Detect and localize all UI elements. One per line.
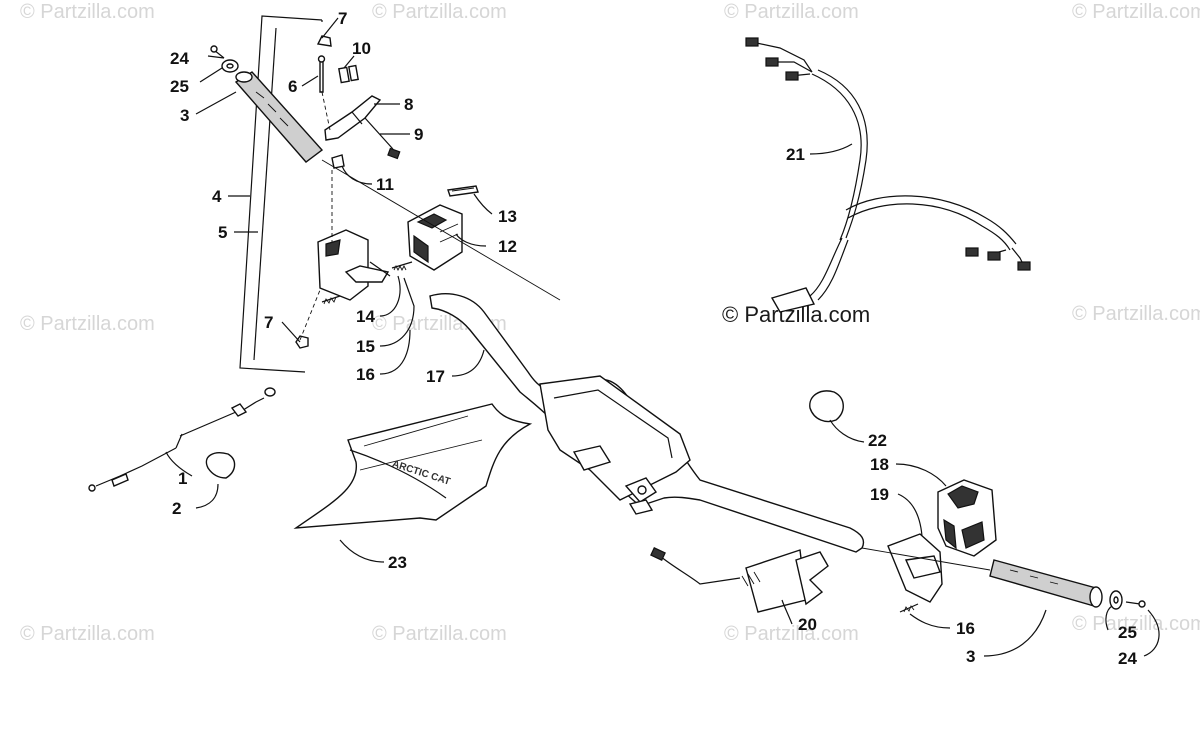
left-decal bbox=[447, 185, 479, 197]
callout-18: 18 bbox=[870, 455, 889, 474]
spring-14 bbox=[391, 261, 413, 272]
nut-bottom bbox=[295, 335, 309, 349]
watermark: © Partzilla.com bbox=[1072, 613, 1200, 635]
watermark: © Partzilla.com bbox=[372, 623, 507, 645]
clamp-ring-2 bbox=[205, 452, 236, 479]
watermarks: © Partzilla.com © Partzilla.com © Partzi… bbox=[20, 1, 1200, 645]
throttle-lever bbox=[324, 95, 401, 160]
pivot-pin bbox=[317, 55, 326, 93]
watermark: © Partzilla.com bbox=[1072, 303, 1200, 325]
callout-25: 25 bbox=[1118, 623, 1137, 642]
callout-22: 22 bbox=[868, 431, 887, 450]
callout-21: 21 bbox=[786, 145, 805, 164]
handlebar-pad: ARCTIC CAT bbox=[293, 403, 533, 529]
callout-20: 20 bbox=[798, 615, 817, 634]
callout-11: 11 bbox=[376, 175, 394, 194]
callout-3: 3 bbox=[180, 106, 189, 125]
callout-15: 15 bbox=[356, 337, 375, 356]
bushing bbox=[331, 154, 345, 169]
callout-7: 7 bbox=[338, 9, 347, 28]
left-end-washer bbox=[221, 59, 239, 73]
grip-heater-pad bbox=[650, 547, 829, 613]
callout-16: 16 bbox=[356, 365, 375, 384]
callout-1: 1 bbox=[178, 469, 187, 488]
screw-16-right bbox=[899, 603, 919, 613]
callout-24: 24 bbox=[1118, 649, 1137, 668]
callout-23: 23 bbox=[388, 553, 407, 572]
watermark: © Partzilla.com bbox=[20, 313, 155, 335]
callout-24: 24 bbox=[170, 49, 189, 68]
callout-8: 8 bbox=[404, 95, 413, 114]
watermark: © Partzilla.com bbox=[724, 623, 859, 645]
callout-10: 10 bbox=[352, 39, 371, 58]
callout-4: 4 bbox=[212, 187, 222, 206]
watermark: © Partzilla.com bbox=[20, 1, 155, 23]
handlebar bbox=[429, 293, 865, 553]
callout-3: 3 bbox=[966, 647, 975, 666]
left-end-screw bbox=[210, 45, 225, 59]
callout-19: 19 bbox=[870, 485, 889, 504]
callout-2: 2 bbox=[172, 499, 181, 518]
right-end-washer bbox=[1109, 590, 1123, 610]
callout-7: 7 bbox=[264, 313, 273, 332]
cable-bracket bbox=[239, 15, 323, 373]
watermark: © Partzilla.com bbox=[372, 1, 507, 23]
watermark: © Partzilla.com bbox=[20, 623, 155, 645]
callout-12: 12 bbox=[498, 237, 517, 256]
right-bracket bbox=[887, 533, 943, 603]
callout-17: 17 bbox=[426, 367, 445, 386]
right-switch-housing bbox=[937, 479, 997, 557]
screw-16-left bbox=[321, 295, 341, 305]
callout-14: 14 bbox=[356, 307, 375, 326]
clip-pieces bbox=[338, 64, 359, 84]
right-end-screw bbox=[1125, 600, 1146, 608]
watermark: © Partzilla.com bbox=[1072, 1, 1200, 23]
right-grip bbox=[989, 559, 1103, 608]
callout-25: 25 bbox=[170, 77, 189, 96]
callout-6: 6 bbox=[288, 77, 297, 96]
left-grip bbox=[234, 71, 324, 163]
callouts: 1 2 3 3 4 5 6 7 7 8 9 10 11 12 13 14 15 … bbox=[170, 9, 1137, 668]
leader-lines bbox=[165, 17, 1160, 657]
callout-5: 5 bbox=[218, 223, 227, 242]
wiring-harness bbox=[745, 37, 1031, 313]
callout-13: 13 bbox=[498, 207, 517, 226]
callout-9: 9 bbox=[414, 125, 423, 144]
throttle-cable bbox=[88, 387, 276, 492]
watermark: © Partzilla.com bbox=[724, 1, 859, 23]
clamp-ring-22 bbox=[809, 390, 844, 423]
throttle-block bbox=[317, 229, 391, 301]
callout-16: 16 bbox=[956, 619, 975, 638]
nut-top bbox=[316, 35, 332, 47]
